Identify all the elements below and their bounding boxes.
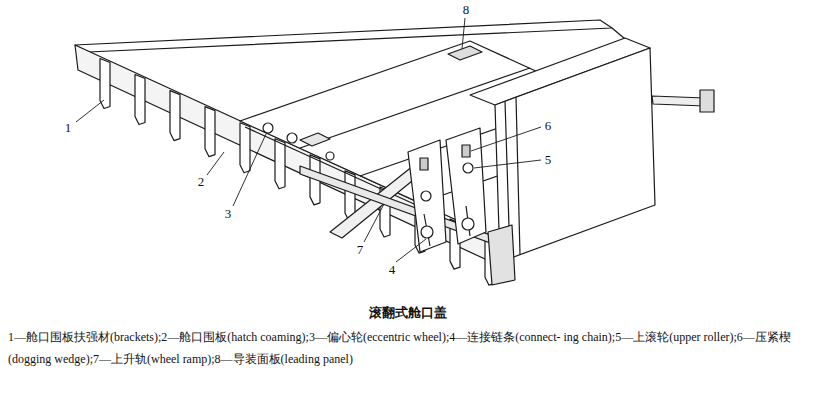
hatch-rim-top <box>75 20 612 52</box>
panel-seam <box>245 127 425 209</box>
leader-line <box>207 152 224 175</box>
callout-number: 1 <box>65 121 72 135</box>
eccentric-wheel <box>287 133 297 143</box>
leader-line <box>233 134 266 206</box>
callout-number: 4 <box>389 263 396 277</box>
dogging-wedge <box>420 158 428 170</box>
coaming-bracket <box>135 75 145 125</box>
end-post <box>488 225 515 285</box>
coaming-bracket <box>100 58 110 108</box>
stowed-panel-edge <box>516 97 520 255</box>
callout-number: 5 <box>545 153 552 167</box>
callout-number: 2 <box>198 175 205 189</box>
leader-line <box>471 127 541 151</box>
leader-line <box>474 160 541 168</box>
upright-panel <box>446 128 486 244</box>
leader-line <box>76 100 104 122</box>
callout-number: 8 <box>463 3 470 17</box>
eccentric-wheel <box>326 152 334 160</box>
panel-hatch-plate <box>300 133 330 146</box>
upright-panel <box>408 140 446 252</box>
connecting-chain-wheel <box>462 218 474 230</box>
figure-title: 滚翻式舱口盖 <box>0 305 815 321</box>
dogging-wedge <box>462 145 470 157</box>
callout-number: 3 <box>225 207 232 221</box>
leader-line <box>396 239 426 262</box>
support-arm <box>652 96 705 106</box>
coaming-bracket <box>205 107 215 157</box>
leader-line <box>462 18 465 49</box>
callout-number: 7 <box>357 243 364 257</box>
support-arm-end <box>700 90 714 112</box>
coaming-bracket <box>275 139 285 189</box>
upper-roller <box>463 163 473 173</box>
upper-roller <box>421 191 431 201</box>
leading-panel <box>448 46 482 60</box>
figure-caption: 1—舱口围板扶强材(brackets);2—舱口围板(hatch coaming… <box>8 326 806 370</box>
leader-lines <box>76 18 541 262</box>
coaming-bracket <box>170 91 180 141</box>
leader-line <box>364 204 384 242</box>
connecting-chain-wheel <box>421 226 433 238</box>
coaming-bracket <box>240 123 250 173</box>
eccentric-wheel <box>263 123 273 133</box>
callout-number: 6 <box>545 119 552 133</box>
stowed-panel-face <box>495 48 655 262</box>
